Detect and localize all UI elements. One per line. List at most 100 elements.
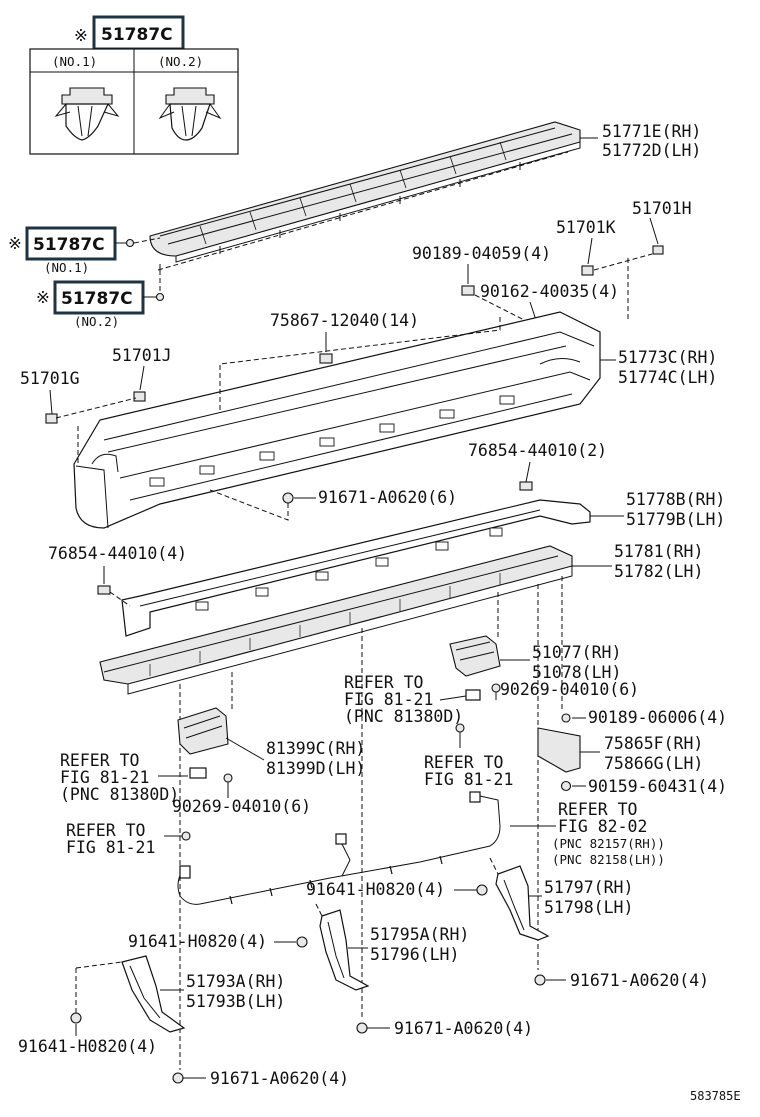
label-refer2-3: (PNC 81380D) bbox=[60, 785, 179, 804]
clip-51701h bbox=[652, 245, 664, 255]
connector-81380d-a bbox=[465, 689, 481, 701]
label-91671-d: 91671-A0620(4) bbox=[210, 1069, 349, 1088]
label-refer2-1: REFER TO bbox=[60, 751, 139, 770]
label-51773c: 51773C(RH) bbox=[618, 348, 717, 367]
label-refer3-2: FIG 81-21 bbox=[424, 770, 513, 789]
clip-table-mark: ※ bbox=[74, 26, 88, 45]
label-51078: 51078(LH) bbox=[532, 663, 621, 682]
clip-76854-a bbox=[519, 481, 533, 491]
clip-callout-no1: ※ 51787C (NO.1) bbox=[8, 226, 161, 275]
nut-90269-a bbox=[491, 683, 501, 693]
label-51778b: 51778B(RH) bbox=[626, 490, 725, 509]
clip-callout-no1-part: 51787C bbox=[33, 235, 105, 255]
label-76854-b: 76854-44010(4) bbox=[48, 544, 187, 563]
bolt-91641-a bbox=[476, 884, 488, 896]
label-91671-c: 91671-A0620(4) bbox=[394, 1019, 533, 1038]
protector-75865 bbox=[537, 727, 600, 773]
bracket-51077 bbox=[449, 635, 530, 677]
label-81399c: 81399C(RH) bbox=[266, 739, 365, 758]
bracket-81399 bbox=[177, 707, 265, 761]
nut-90189-04059 bbox=[461, 285, 475, 296]
label-90162: 90162-40035(4) bbox=[480, 282, 619, 301]
label-75867: 75867-12040(14) bbox=[270, 311, 419, 330]
label-90189-04059: 90189-04059(4) bbox=[412, 244, 551, 263]
label-51798: 51798(LH) bbox=[544, 898, 633, 917]
mudguard-51793 bbox=[75, 955, 186, 1033]
label-90269-a: 90269-04010(6) bbox=[500, 680, 639, 699]
mudguard-51795 bbox=[315, 903, 370, 991]
label-81399d: 81399D(LH) bbox=[266, 759, 365, 778]
bolt-91641-b bbox=[296, 936, 308, 948]
label-51774c: 51774C(LH) bbox=[618, 368, 717, 387]
label-51772d: 51772D(LH) bbox=[602, 141, 701, 160]
label-90189-06006: 90189-06006(4) bbox=[588, 708, 727, 727]
label-refer4-1: REFER TO bbox=[558, 800, 637, 819]
clip-51701g bbox=[45, 413, 58, 424]
label-75865f: 75865F(RH) bbox=[604, 734, 703, 753]
label-refer3-1: REFER TO bbox=[424, 753, 503, 772]
screw-90159 bbox=[560, 780, 572, 792]
clip-table-col-no2: (NO.2) bbox=[158, 54, 203, 69]
connector-81380d-b bbox=[189, 767, 207, 779]
label-91671-a: 91671-A0620(6) bbox=[318, 488, 457, 507]
label-refer5-1: REFER TO bbox=[66, 821, 145, 840]
label-91671-b: 91671-A0620(4) bbox=[570, 971, 709, 990]
bolt-91671-a bbox=[282, 492, 294, 504]
step-board-51781 bbox=[99, 545, 612, 695]
svg-text:※: ※ bbox=[36, 288, 50, 307]
label-91641-a: 91641-H0820(4) bbox=[306, 880, 445, 899]
label-refer4-2: FIG 82-02 bbox=[558, 817, 647, 836]
clip-table-col-no1: (NO.1) bbox=[52, 54, 97, 69]
label-refer2-2: FIG 81-21 bbox=[60, 768, 149, 787]
label-refer4-3: (PNC 82157(RH)) bbox=[552, 836, 665, 851]
clip-75867 bbox=[319, 353, 333, 364]
svg-text:※: ※ bbox=[8, 234, 22, 253]
label-51793a: 51793A(RH) bbox=[186, 972, 285, 991]
clip-51701k bbox=[581, 265, 594, 276]
label-90269-b: 90269-04010(6) bbox=[172, 797, 311, 816]
label-51781: 51781(RH) bbox=[614, 542, 703, 561]
label-refer5-2: FIG 81-21 bbox=[66, 838, 155, 857]
bolt-91641-c bbox=[70, 1012, 82, 1024]
label-51782: 51782(LH) bbox=[614, 562, 703, 581]
label-90159: 90159-60431(4) bbox=[588, 777, 727, 796]
label-51795a: 51795A(RH) bbox=[370, 925, 469, 944]
clip-callout-no1-variant: (NO.1) bbox=[44, 260, 89, 275]
nut-90189-06006 bbox=[561, 713, 571, 723]
label-76854-a: 76854-44010(2) bbox=[468, 441, 607, 460]
clip-callout-no2-part: 51787C bbox=[61, 289, 133, 309]
mudguard-51797 bbox=[489, 857, 550, 941]
clip-51701j bbox=[133, 391, 146, 402]
label-51701j: 51701J bbox=[112, 346, 172, 365]
label-51796: 51796(LH) bbox=[370, 945, 459, 964]
label-75866g: 75866G(LH) bbox=[604, 754, 703, 773]
label-51779b: 51779B(LH) bbox=[626, 510, 725, 529]
label-refer1-1: REFER TO bbox=[344, 673, 423, 692]
label-51793b: 51793B(LH) bbox=[186, 992, 285, 1011]
label-51701g: 51701G bbox=[20, 369, 80, 388]
clip-reference-table: ※ 51787C (NO.1) (NO.2) bbox=[29, 15, 239, 155]
label-refer4-4: (PNC 82158(LH)) bbox=[552, 852, 665, 867]
label-51701h: 51701H bbox=[632, 199, 692, 218]
clip-no2-drawing bbox=[158, 87, 222, 141]
wire-harness bbox=[177, 791, 556, 905]
label-51701k: 51701K bbox=[556, 218, 616, 237]
label-51771e: 51771E(RH) bbox=[602, 122, 701, 141]
label-51797: 51797(RH) bbox=[544, 878, 633, 897]
bolt-91671-c bbox=[356, 1022, 368, 1034]
clip-76854-b bbox=[97, 585, 111, 595]
label-91641-c: 91641-H0820(4) bbox=[18, 1037, 157, 1056]
clip-table-part-no: 51787C bbox=[101, 25, 173, 45]
label-91641-b: 91641-H0820(4) bbox=[128, 932, 267, 951]
bolt-91671-b bbox=[534, 974, 546, 986]
label-refer1-2: FIG 81-21 bbox=[344, 690, 433, 709]
nut-90269-b bbox=[223, 773, 233, 783]
label-refer1-3: (PNC 81380D) bbox=[344, 707, 463, 726]
label-51077: 51077(RH) bbox=[532, 643, 621, 662]
bracket-51778 bbox=[121, 499, 624, 637]
step-cover-51771 bbox=[149, 121, 598, 272]
diagram-ref-code: 583785E bbox=[690, 1089, 741, 1103]
rocker-panel-51773 bbox=[73, 311, 616, 529]
